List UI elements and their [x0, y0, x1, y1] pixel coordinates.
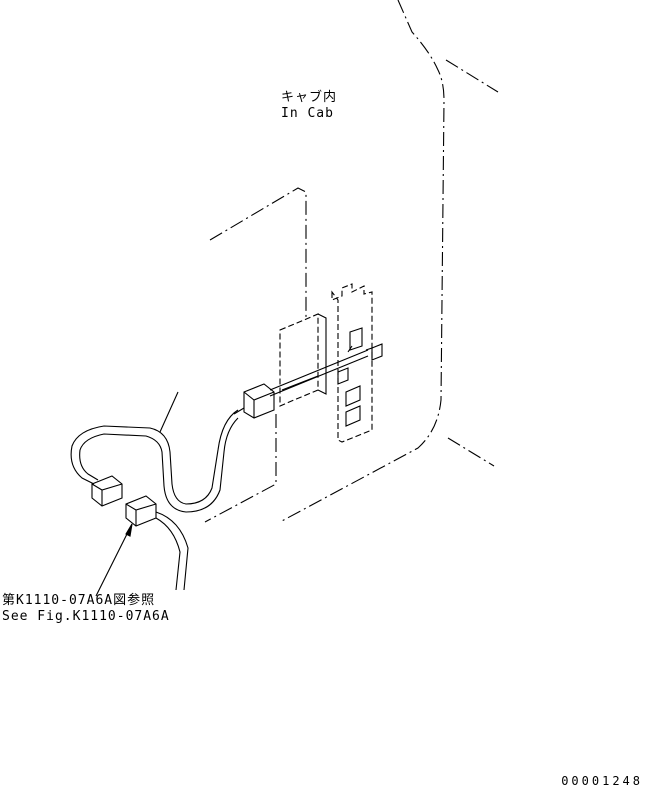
reference-label-japanese: 第K1110-07A6A図参照: [2, 593, 156, 608]
cab-outline: [204, 0, 499, 523]
cab-location-label: キャブ内 In Cab: [281, 90, 337, 122]
referenced-connector: [125, 495, 189, 591]
panel-lead-wire: [269, 349, 369, 397]
reference-leader-line: [95, 523, 133, 597]
lower-left-connector: [91, 475, 123, 507]
wire-harness: [70, 391, 239, 513]
figure-reference-label: 第K1110-07A6A図参照 See Fig.K1110-07A6A: [2, 593, 170, 625]
cab-label-english: In Cab: [281, 106, 334, 121]
mounting-bracket: [279, 283, 383, 443]
upper-connector: [233, 383, 275, 419]
cab-label-japanese: キャブ内: [281, 90, 338, 105]
drawing-number: 00001248: [561, 774, 643, 788]
reference-label-english: See Fig.K1110-07A6A: [2, 609, 170, 624]
